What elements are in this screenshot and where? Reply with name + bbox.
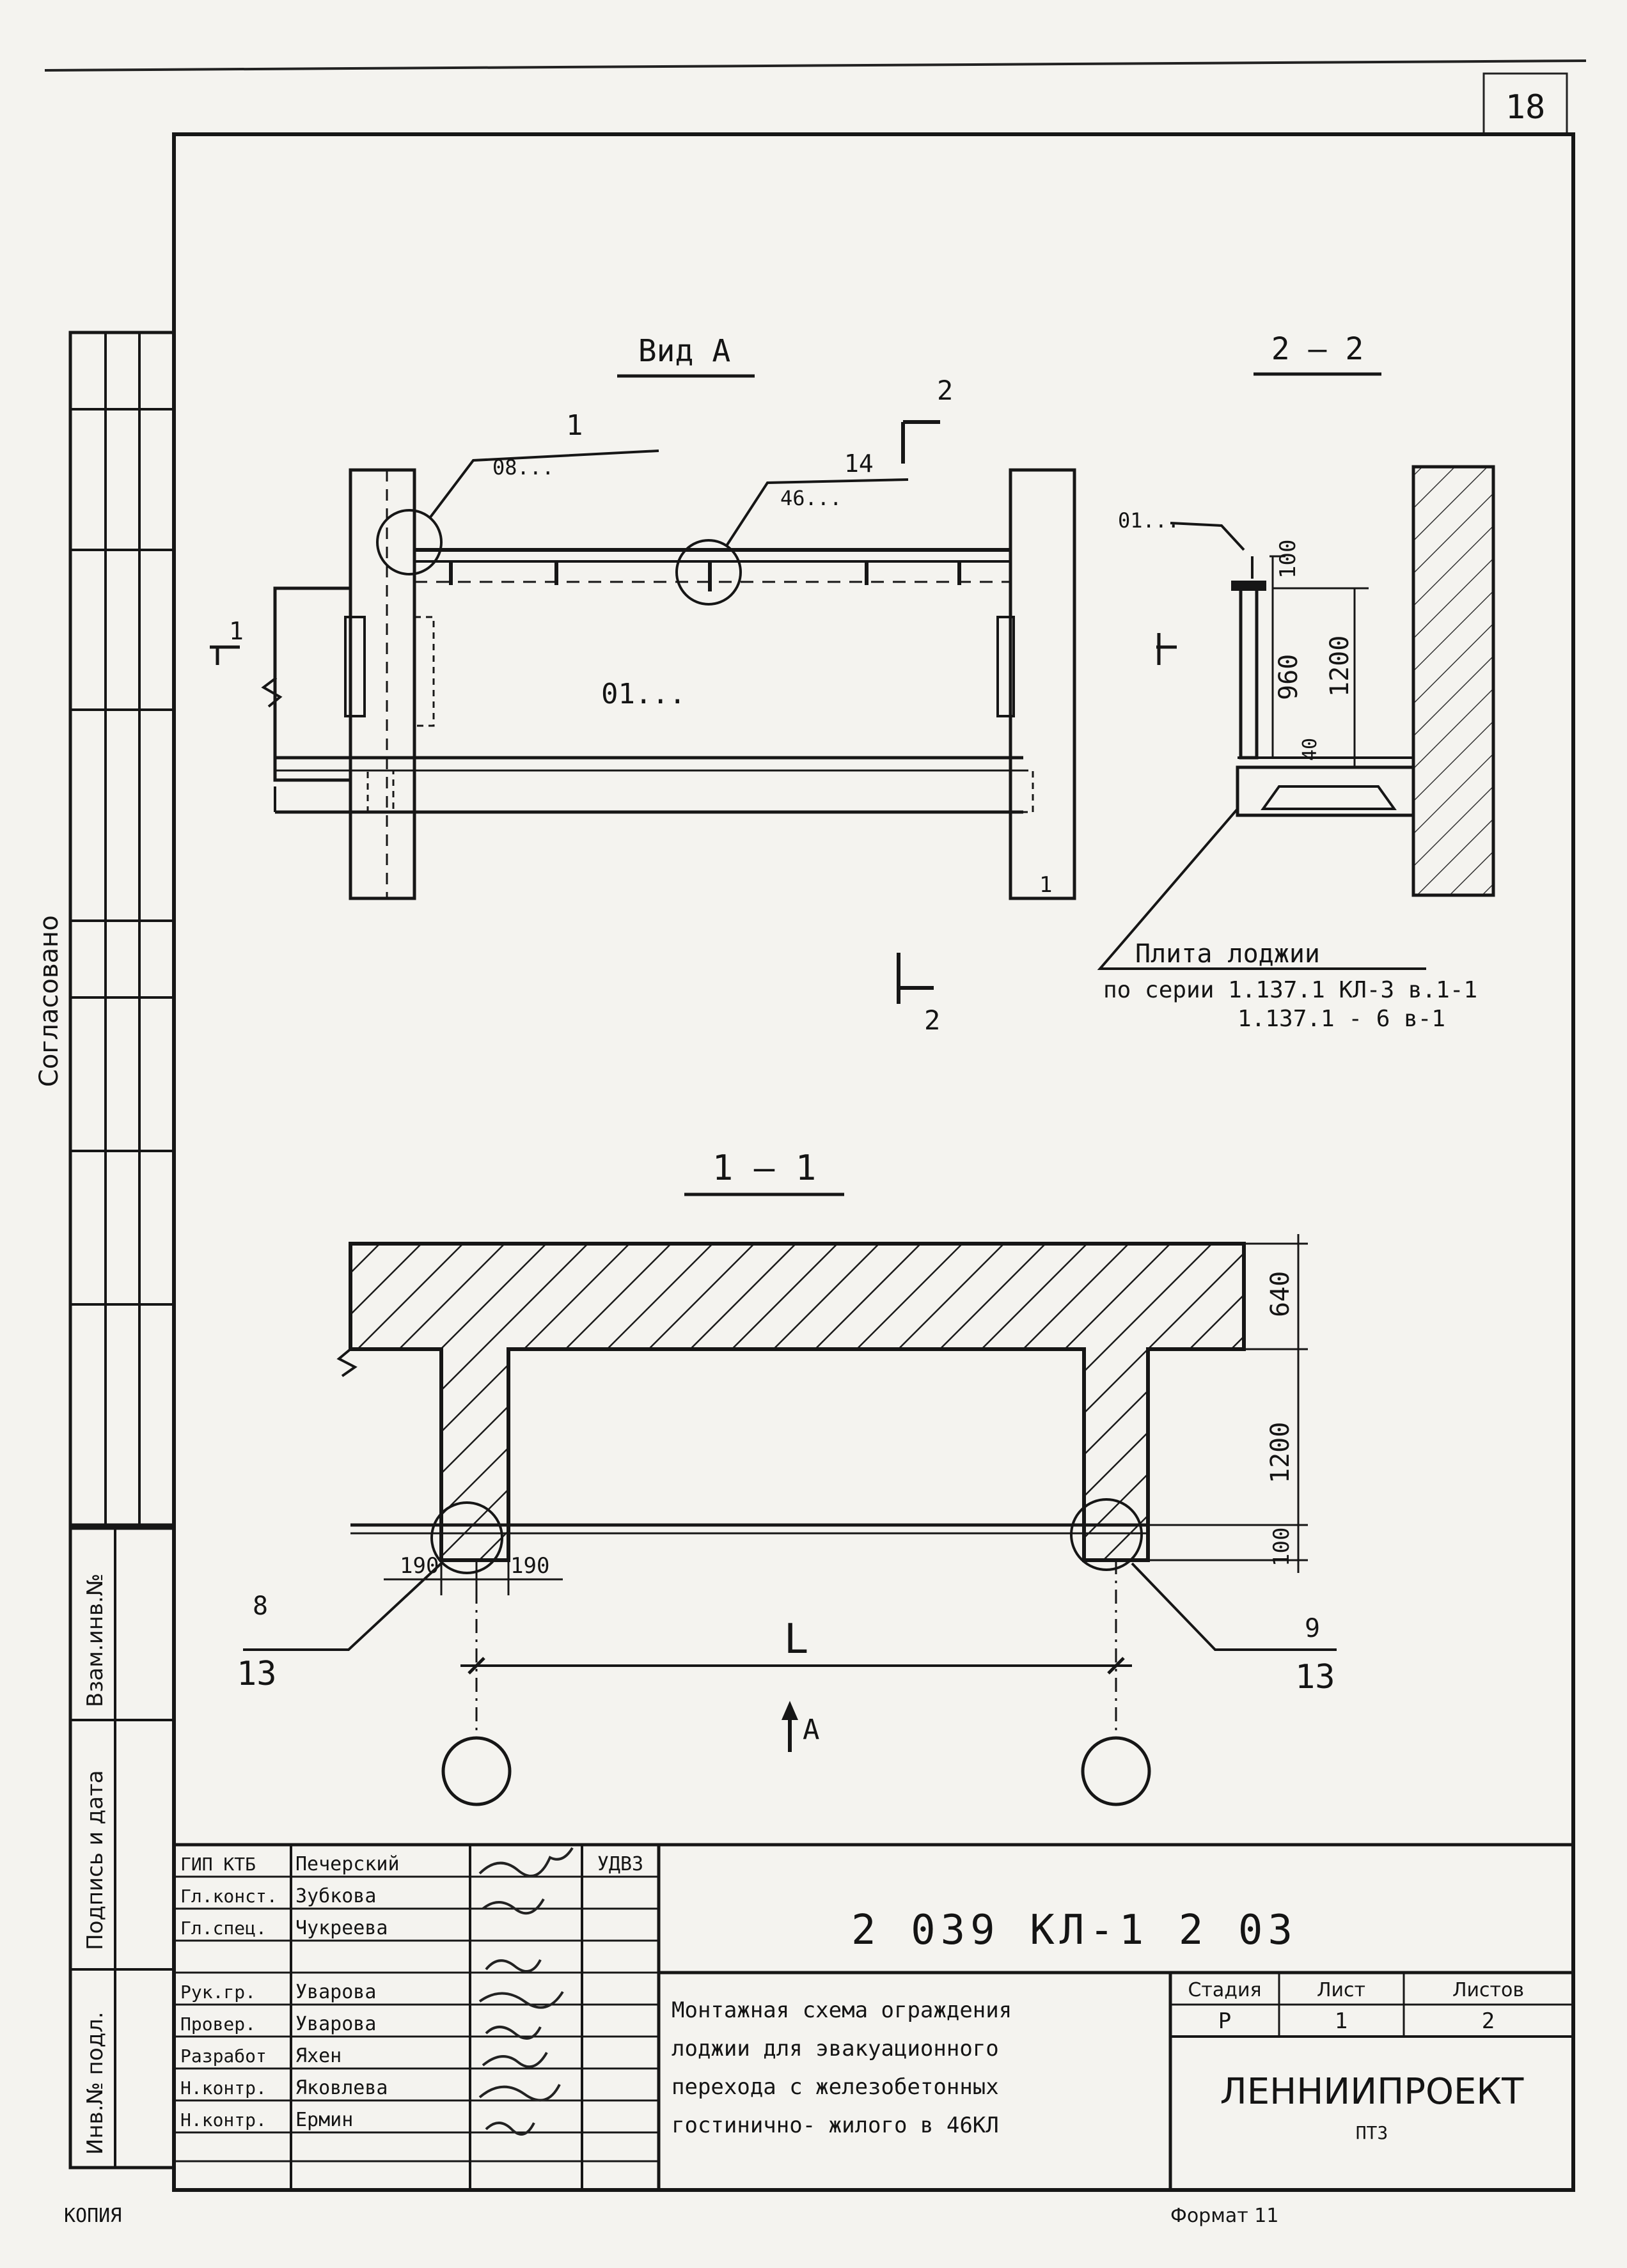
section-2-2-title: 2 — 2 — [1271, 331, 1364, 367]
sig-name-5: Яхен — [295, 2045, 342, 2067]
sheets-value: 2 — [1482, 2008, 1495, 2034]
dim-40: 40 — [1299, 738, 1321, 761]
sign-date-label: Подпись и дата — [83, 1770, 108, 1950]
section-1-1: 1 — 1 640 1200 100 190 190 L — [237, 1148, 1337, 1806]
dim-1200: 1200 — [1325, 636, 1355, 697]
sig-name-6: Яковлева — [295, 2077, 388, 2099]
section-1-1-slab — [349, 1242, 1246, 1562]
callout-8-sheet: 13 — [237, 1655, 277, 1693]
callout-1-num: 1 — [566, 409, 583, 442]
sig-role-4: Провер. — [180, 2014, 256, 2035]
sheet-top-edge — [44, 59, 1587, 72]
sig-name-3: Уварова — [295, 1981, 376, 2003]
format-label: Формат 11 — [1170, 2205, 1278, 2227]
title-block: 2 039 КЛ-1 2 03 Монтажная схема огражден… — [172, 1843, 1575, 2192]
sheet-header: Лист — [1317, 1979, 1365, 2001]
right-marker: 1 — [1039, 872, 1052, 898]
stage-value: Р — [1218, 2008, 1231, 2034]
org-sub: ПТЗ — [1356, 2122, 1388, 2143]
dim-640: 640 — [1266, 1271, 1295, 1317]
axis-bubble-right — [1081, 1736, 1151, 1806]
section-1-1-title: 1 — 1 — [712, 1148, 817, 1188]
section-1-marker: 1 — [229, 617, 244, 645]
dim-190-right: 190 — [510, 1553, 549, 1579]
sig-name-2: Чукреева — [295, 1917, 388, 1939]
arrow-label: А — [803, 1714, 820, 1746]
left-strip: Согласовано Взам.инв.№ Подпись и дата Ин… — [35, 331, 176, 2170]
doc-code: 2 039 КЛ-1 2 03 — [851, 1907, 1298, 1954]
page-number: 18 — [1505, 88, 1546, 127]
description-line-2: лоджии для эвакуационного — [672, 2036, 999, 2061]
sheet-value: 1 — [1335, 2008, 1348, 2034]
axis-bubble-left — [441, 1736, 512, 1806]
detail-circle-1 — [376, 509, 443, 575]
sig-role-1: Гл.конст. — [180, 1886, 278, 1907]
callout-14-text: 46... — [780, 486, 842, 510]
drawing-frame — [172, 132, 1575, 2192]
org-name: ЛЕННИИПРОЕКТ — [1220, 2071, 1525, 2113]
date-header: УДВЗ — [597, 1853, 643, 1875]
sig-role-3: Рук.гр. — [180, 1982, 256, 2003]
sig-role-6: Н.контр. — [180, 2077, 267, 2099]
interchange-label: Взам.инв.№ — [83, 1574, 108, 1707]
section-2-2-label: 01... — [1118, 508, 1179, 533]
dim-190-left: 190 — [400, 1553, 439, 1579]
section-2-marker-top: 2 — [937, 375, 953, 406]
sig-role-2: Гл.спец. — [180, 1918, 267, 1939]
slab-note-2: по серии 1.137.1 КЛ-3 в.1-1 — [1103, 977, 1477, 1003]
detail-circle-8 — [430, 1501, 503, 1574]
sig-name-0: Печерский — [295, 1853, 400, 1875]
sig-name-7: Ермин — [295, 2109, 353, 2131]
sig-role-7: Н.контр. — [180, 2109, 267, 2131]
slab-note-1: Плита лоджии — [1135, 939, 1320, 969]
approved-label: Согласовано — [35, 915, 64, 1087]
detail-circle-14 — [675, 539, 742, 606]
callout-14-num: 14 — [844, 450, 874, 478]
callout-9-sheet: 13 — [1295, 1658, 1335, 1696]
dim-100-s11: 100 — [1269, 1528, 1294, 1567]
section-2-2: 2 — 2 01... 100 960 1200 40 Плита лоджии… — [1097, 331, 1495, 1032]
section-2-2-wall — [1411, 465, 1495, 897]
slab-note-3: 1.137.1 - 6 в-1 — [1238, 1006, 1445, 1032]
view-a: Вид А 1 08... 14 46... 0 — [210, 333, 1076, 1036]
sig-name-4: Уварова — [295, 2013, 376, 2035]
section-2-marker-bottom: 2 — [924, 1005, 940, 1036]
callout-8-num: 8 — [253, 1592, 268, 1621]
callout-1-text: 08... — [492, 455, 554, 480]
description-line-1: Монтажная схема ограждения — [672, 1998, 1012, 2023]
dim-1200-s11: 1200 — [1266, 1422, 1295, 1483]
sig-role-5: Разработ — [180, 2045, 267, 2067]
opening-label: 01... — [601, 678, 686, 710]
sig-role-0: ГИП КТБ — [180, 1854, 256, 1875]
span-label: L — [784, 1616, 809, 1663]
dim-100: 100 — [1275, 540, 1301, 579]
callout-9-num: 9 — [1305, 1614, 1320, 1643]
sheets-header: Листов — [1452, 1979, 1524, 2001]
description-line-4: гостинично- жилого в 46КЛ — [672, 2113, 999, 2138]
detail-circle-9 — [1070, 1498, 1143, 1571]
description-line-3: перехода с железобетонных — [672, 2074, 999, 2100]
inv-label: Инв.№ подл. — [83, 2012, 108, 2155]
stage-header: Стадия — [1188, 1979, 1261, 2001]
dim-960: 960 — [1274, 654, 1303, 700]
handwritten-signatures — [478, 1847, 574, 2136]
footer-left: КОПИЯ — [64, 2205, 122, 2227]
sig-name-1: Зубкова — [295, 1885, 376, 1907]
view-a-title: Вид А — [638, 333, 731, 369]
